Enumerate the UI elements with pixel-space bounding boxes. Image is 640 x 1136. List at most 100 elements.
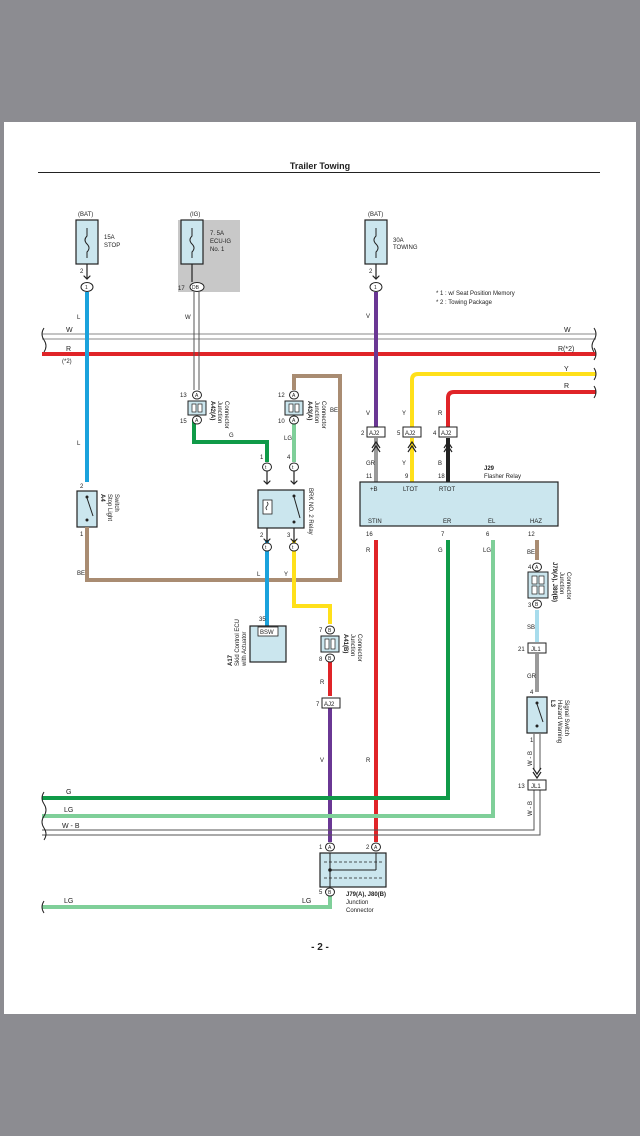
aj2-label-1: AJ2 [369, 431, 380, 437]
a4-pin-top: 2 [80, 484, 84, 490]
bottom-lg2-label: LG [64, 898, 73, 905]
fuse-towing-source: (BAT) [368, 212, 383, 218]
junction-a42: 13 A A 15 A42(A) Junction Connector [180, 390, 229, 429]
a42-a-bot: A [195, 418, 199, 424]
wire-relay-y-label: Y [284, 572, 288, 578]
bus-r-label-left: R [66, 346, 71, 353]
j79r-pin-bot: 3 [528, 603, 532, 609]
a41-code: A41(B) [342, 634, 348, 653]
bottom-lg-label: LG [64, 807, 73, 814]
wire-wb2-label: W - B [528, 801, 534, 816]
a43-name: Junction [313, 401, 319, 423]
wire-el-label: LG [483, 548, 491, 554]
aj2-connectors: 2 AJ2 5 AJ2 4 AJ2 [361, 426, 458, 453]
wire-be-label: BE [330, 408, 338, 414]
fuse-ecu-ig-source: (IG) [190, 212, 200, 218]
bus-r-label-right: R(*2) [558, 346, 574, 353]
a43-code: A43(A) [306, 401, 312, 420]
junction-j79-right: 4 A B 3 J79(A), J80(B) Junction Connecto… [527, 562, 571, 609]
wire-g-label: G [229, 433, 234, 439]
a41-name2: Connector [356, 634, 362, 662]
a4-name: Stop Light [106, 494, 112, 521]
j79b-p2: 2 [366, 845, 370, 851]
j79b-b5: B [328, 890, 332, 896]
fuse-towing-junction: 1 [374, 285, 377, 291]
bottom-g-label: G [66, 789, 71, 796]
j29-bot-term-2: ER [443, 519, 452, 525]
bus-w [41, 327, 597, 353]
wire-aj2-v-label: V [366, 411, 370, 417]
bus-w-label-left: W [66, 327, 73, 334]
j29-top-term-1: +B [370, 487, 378, 493]
relay-t1: t [265, 465, 267, 471]
fuse-towing: (BAT) 30A TOWING 2 1 [364, 212, 418, 292]
jl1-bottom-label: JL1 [531, 784, 541, 790]
bottom-lg2-right-label: LG [302, 898, 311, 905]
j29-top-pin-2: 9 [405, 474, 409, 480]
bus-r-label-left-sub: (*2) [62, 359, 72, 365]
fuse-ecu-ig-rating: 7. 5A [210, 231, 224, 237]
j79b-p1: 1 [319, 845, 323, 851]
manual-page: Trailer Towing W W R (*2) R(*2) Y R * 1 … [4, 122, 636, 1014]
relay-brk-no2: 1 4 t t 2 3 t t BRK NO. 2 Relay [257, 455, 313, 552]
j29-top-term-2: LTOT [403, 487, 418, 493]
bus-r-end [593, 347, 597, 361]
wire-wb-double [42, 734, 541, 836]
j79r-a: A [535, 565, 539, 571]
wire-aj2-y-label: Y [402, 461, 406, 467]
j29-code: J29 [484, 466, 495, 472]
aj2-pin-2: 5 [397, 431, 401, 437]
a43-a-bot: A [292, 418, 296, 424]
relay-t2: t [265, 545, 267, 551]
jl1-connector: 21 JL1 [518, 642, 547, 654]
wire-towing-label: V [366, 314, 370, 320]
junction-j79-bottom: 1 A 2 A 5 B J79(A), J80(B) Junction Conn… [319, 842, 387, 914]
wire-stop-label-top: L [77, 315, 81, 321]
fuse-stop-name: STOP [104, 243, 120, 249]
aj2-label-3: AJ2 [441, 431, 452, 437]
wire-stin-label: R [366, 548, 371, 554]
a41-name: Junction [349, 634, 355, 656]
j79b-p5: 5 [319, 890, 323, 896]
wire-aj2-b-label: B [438, 461, 442, 467]
l3-pin-top: 4 [530, 690, 534, 696]
wire-aj2-y2-label: Y [402, 411, 406, 417]
wire-er-label: G [438, 548, 443, 554]
a4-pin-bot: 1 [80, 532, 84, 538]
fuse-towing-pin: 2 [369, 269, 373, 275]
a41-b-bot: B [328, 656, 332, 662]
bus-r2 [446, 390, 596, 428]
a42-name: Junction [216, 401, 222, 423]
relay-t3: t [292, 545, 294, 551]
a42-code: A42(A) [209, 401, 215, 420]
wire-relay-yellow [292, 540, 332, 624]
a17-name: Skid Control ECU [235, 619, 241, 666]
wire-be-bottom-label: BE [77, 571, 85, 577]
a4-name2: Switch [113, 494, 119, 512]
fuse-stop: (BAT) 15A STOP 2 1 [75, 212, 120, 292]
fuse-ecu-ig-name: ECU-IG [210, 239, 231, 245]
bus-y-end [593, 367, 597, 381]
a17-code: A17 [228, 654, 234, 666]
j79b-code: J79(A), J80(B) [346, 892, 386, 898]
a43-name2: Connector [320, 401, 326, 429]
wire-aj2-r-label: R [438, 411, 443, 417]
relay-p4: 4 [287, 455, 291, 461]
fuse-towing-name: TOWING [393, 245, 418, 251]
a42-pin-top: 13 [180, 393, 187, 399]
fuse-ecu-ig: (IG) 7. 5A ECU-IG No. 1 17 DB [178, 212, 240, 292]
junction-a43: 12 A A 10 A43(A) Junction Connector [278, 390, 326, 429]
a43-pin-top: 12 [278, 393, 285, 399]
bus-y [410, 372, 596, 428]
bus-y-label-right: Y [564, 366, 569, 373]
j79b-a2: A [374, 845, 378, 851]
wire-ig-white [193, 292, 200, 390]
bus-w-label-right: W [564, 327, 571, 334]
aj2-label-2: AJ2 [405, 431, 416, 437]
wiring-diagram: W W R (*2) R(*2) Y R * 1 : w/ Seat Posit… [41, 212, 597, 914]
relay-p2: 2 [260, 533, 264, 539]
fuse-ecu-ig-junction: DB [192, 285, 200, 291]
page-title: Trailer Towing [289, 161, 351, 171]
j79r-name: Junction [558, 572, 564, 594]
l3-name: Hazard Warning [556, 700, 562, 743]
